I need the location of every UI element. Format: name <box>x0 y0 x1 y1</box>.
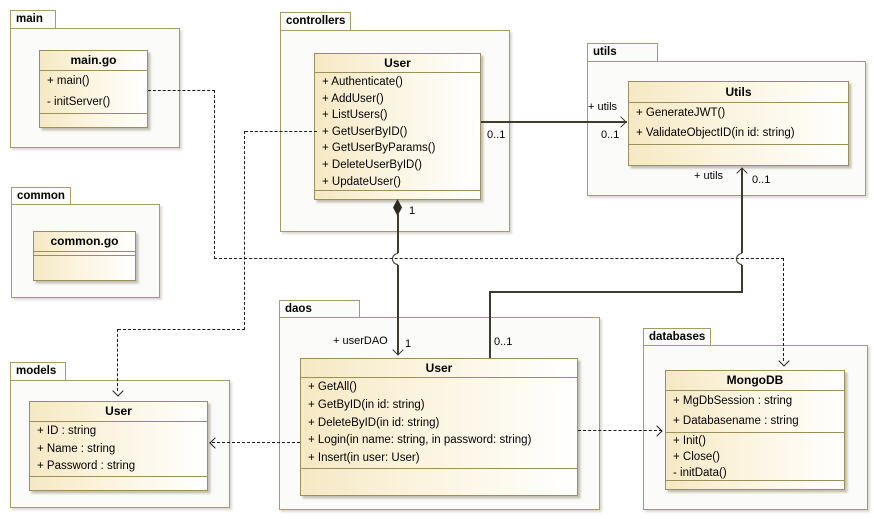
edge-segment <box>783 258 784 361</box>
empty-compartment <box>34 256 135 279</box>
class-models-user[interactable]: User + ID : string + Name : string + Pas… <box>29 401 208 491</box>
empty-compartment <box>301 469 577 494</box>
class-member: + Init() <box>673 435 706 447</box>
class-member: + UpdateUser() <box>322 175 401 188</box>
class-member: + Insert(in user: User) <box>308 452 420 465</box>
package-tab-utils[interactable]: utils <box>587 43 658 61</box>
edge-segment <box>118 329 245 330</box>
multiplicity-label: 0..1 <box>752 174 771 186</box>
class-member: + AddUser() <box>322 92 384 105</box>
edge-segment <box>741 265 743 292</box>
edge-segment <box>578 430 662 431</box>
package-tab-main[interactable]: main <box>10 10 56 28</box>
package-tab-common[interactable]: common <box>11 187 71 205</box>
edge-segment <box>148 90 215 91</box>
class-member: + Password : string <box>37 460 136 473</box>
empty-compartment <box>666 481 844 488</box>
multiplicity-label: 0..1 <box>601 129 620 141</box>
empty-compartment <box>34 252 135 256</box>
class-member: + GenerateJWT() <box>636 107 726 119</box>
class-member: + Login(in name: string, in password: st… <box>308 434 532 447</box>
empty-compartment <box>40 114 147 126</box>
edge-segment <box>397 265 399 355</box>
package-tab-databases[interactable]: databases <box>643 328 712 346</box>
class-member: + GetAll() <box>308 381 357 393</box>
role-label: + utils <box>694 170 724 182</box>
edge-segment <box>481 121 627 123</box>
class-member: - initServer() <box>47 96 111 108</box>
empty-compartment <box>629 145 848 163</box>
package-tab-daos[interactable]: daos <box>279 300 360 318</box>
edge-segment <box>397 214 399 253</box>
line-jump-icon <box>392 253 398 265</box>
edge-segment <box>214 258 784 259</box>
class-daos-user[interactable]: User + GetAll() + GetByID(in id: string)… <box>300 358 578 496</box>
class-member: + ListUsers() <box>322 109 388 122</box>
edge-segment <box>489 291 491 358</box>
edge-segment <box>489 291 743 293</box>
edge-segment <box>244 131 245 330</box>
class-member: + ID : string <box>37 425 97 437</box>
edge-segment <box>117 329 118 391</box>
package-tab-models[interactable]: models <box>10 362 66 380</box>
class-main-go[interactable]: main.go + main() - initServer() <box>39 50 148 128</box>
class-member: + GetUserByParams() <box>322 142 436 155</box>
class-member: + GetByID(in id: string) <box>308 398 425 411</box>
class-mongodb[interactable]: MongoDB + MgDbSession : string + Databas… <box>665 370 845 490</box>
class-title: common.go <box>34 232 135 252</box>
class-title: MongoDB <box>666 371 844 391</box>
class-utils[interactable]: Utils + GenerateJWT() + ValidateObjectID… <box>628 81 849 166</box>
class-member: + DeleteByID(in id: string) <box>308 416 440 429</box>
class-title: main.go <box>40 51 147 71</box>
class-title: Utils <box>629 82 848 103</box>
multiplicity-label: 0..1 <box>487 129 506 141</box>
class-title: User <box>315 54 480 73</box>
edge-segment <box>741 168 743 253</box>
empty-compartment <box>30 477 207 489</box>
class-member: - initData() <box>673 467 727 479</box>
edge-segment <box>245 131 317 132</box>
role-label: + userDAO <box>333 335 388 347</box>
class-title: User <box>301 359 577 378</box>
composition-diamond-icon <box>393 199 402 216</box>
class-controllers-user[interactable]: User + Authenticate() + AddUser() + List… <box>314 53 481 200</box>
empty-compartment <box>315 191 480 198</box>
class-member: + ValidateObjectID(in id: string) <box>636 127 795 139</box>
class-member: + Close() <box>673 451 720 463</box>
role-label: + utils <box>588 101 618 113</box>
edge-segment <box>212 442 300 443</box>
class-member: + GetUserByID() <box>322 125 408 138</box>
class-member: + Databasename : string <box>673 415 799 427</box>
line-jump-icon <box>736 253 742 265</box>
package-tab-controllers[interactable]: controllers <box>280 12 352 30</box>
class-member: + Name : string <box>37 442 116 455</box>
multiplicity-label: 1 <box>409 205 416 217</box>
edge-segment <box>214 90 215 259</box>
class-member: + Authenticate() <box>322 76 403 88</box>
class-title: User <box>30 402 207 422</box>
class-member: + MgDbSession : string <box>673 395 793 407</box>
multiplicity-label: 1 <box>405 338 412 350</box>
multiplicity-label: 0..1 <box>494 336 513 348</box>
class-member: + main() <box>47 75 90 87</box>
class-member: + DeleteUserByID() <box>322 158 423 171</box>
class-common-go[interactable]: common.go <box>33 231 136 281</box>
